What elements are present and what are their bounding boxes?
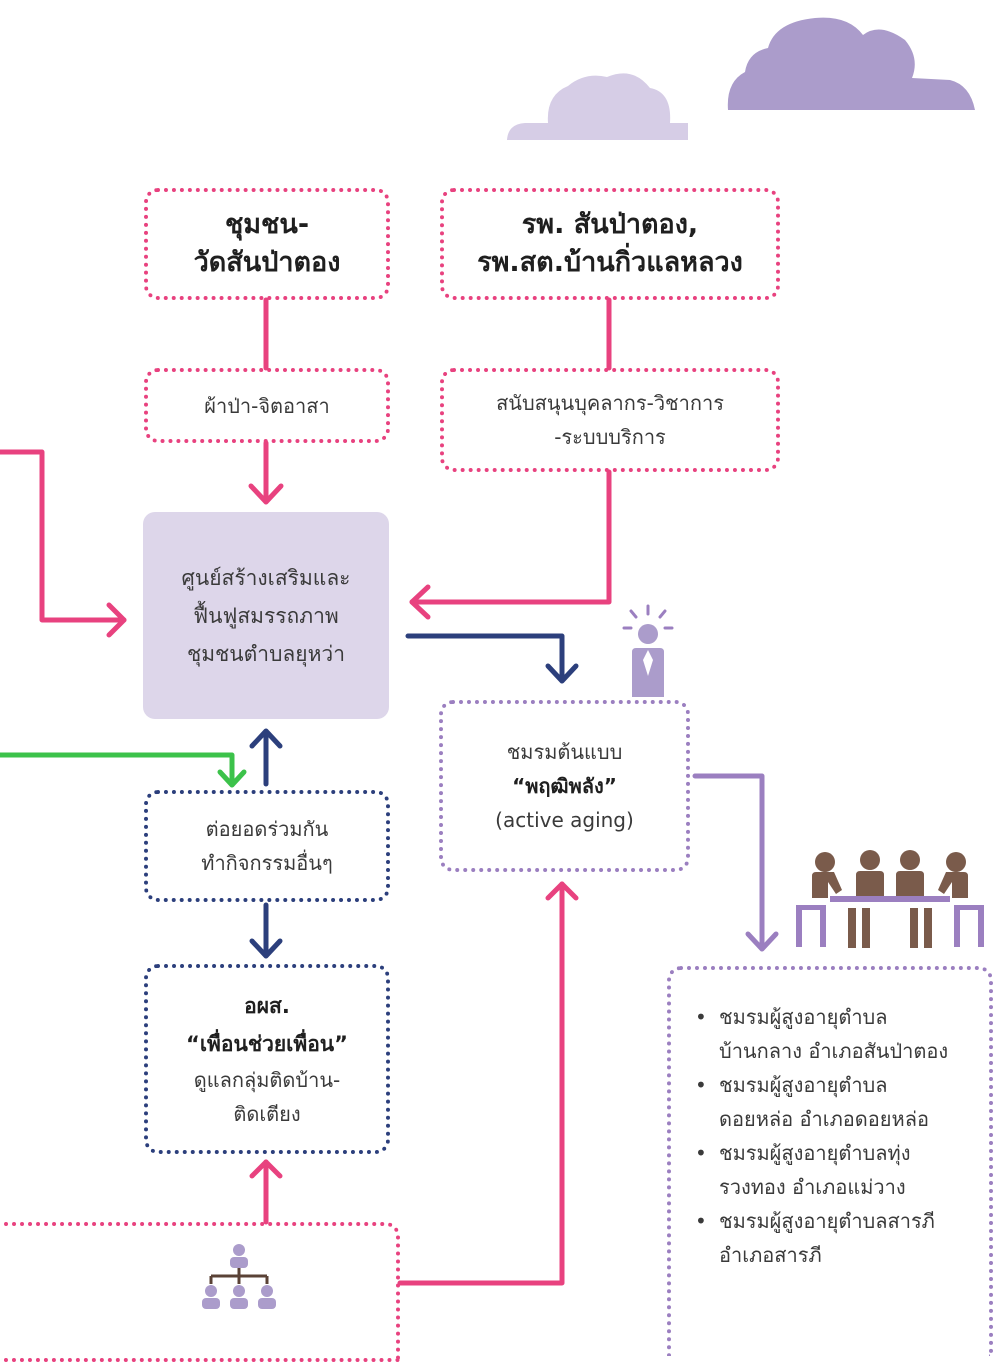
list-item-line1: ชมรมผู้สูงอายุตำบลสารภี <box>719 1209 935 1233</box>
org-chart-icon <box>202 1244 276 1309</box>
rehab-center-line2: ฟื้นฟูสมรรถภาพ <box>193 603 339 628</box>
rehab-center-line1: ศูนย์สร้างเสริมและ <box>181 565 351 590</box>
clubs-list: ชมรมผู้สูงอายุตำบล บ้านกลาง อำเภอสันป่าต… <box>695 1000 985 1272</box>
list-item-line2: รวงทอง อำเภอแม่วาง <box>719 1175 906 1199</box>
list-item: ชมรมผู้สูงอายุตำบลทุ่ง รวงทอง อำเภอแม่วา… <box>695 1136 985 1204</box>
list-item: ชมรมผู้สูงอายุตำบล ดอยหล่อ อำเภอดอยหล่อ <box>695 1068 985 1136</box>
list-item-line1: ชมรมผู้สูงอายุตำบล <box>719 1073 888 1097</box>
list-item: ชมรมผู้สูงอายุตำบลสารภี อำเภอสารภี <box>695 1204 985 1272</box>
model-club-line2: “พฤฒิพลัง” <box>512 774 617 798</box>
volunteer-box: อผส. “เพื่อนช่วยเพื่อน” ดูแลกลุ่มติดบ้าน… <box>144 964 390 1154</box>
volunteer-line2: “เพื่อนช่วยเพื่อน” <box>186 1032 348 1056</box>
list-item-line2: ดอยหล่อ อำเภอดอยหล่อ <box>719 1107 929 1131</box>
extend-activities-line1: ต่อยอดร่วมกัน <box>205 817 329 841</box>
extend-activities-box: ต่อยอดร่วมกัน ทำกิจกรรมอื่นๆ <box>144 790 390 902</box>
person-idea-icon <box>622 604 674 697</box>
model-club-line3: (active aging) <box>495 808 634 832</box>
support-line2: -ระบบบริการ <box>554 425 666 449</box>
robe-volunteer-label: ผ้าป่า-จิตอาสา <box>204 393 330 418</box>
community-temple-box: ชุมชน- วัดสันป่าตอง <box>144 188 390 300</box>
bottom-network-box <box>0 1222 400 1362</box>
rehab-center-line3: ชุมชนตำบลยุหว่า <box>186 641 346 666</box>
list-item-line1: ชมรมผู้สูงอายุตำบลทุ่ง <box>719 1141 911 1165</box>
support-box: สนับสนุนบุคลากร-วิชาการ -ระบบบริการ <box>440 368 780 472</box>
hospital-line2: รพ.สต.บ้านกิ่วแลหลวง <box>477 247 743 278</box>
community-temple-line2: วัดสันป่าตอง <box>193 247 341 278</box>
community-temple-line1: ชุมชน- <box>224 209 310 240</box>
hospital-box: รพ. สันป่าตอง, รพ.สต.บ้านกิ่วแลหลวง <box>440 188 780 300</box>
cloud-icon <box>727 17 975 110</box>
volunteer-line4: ติดเตียง <box>233 1102 301 1126</box>
model-club-line1: ชมรมต้นแบบ <box>506 740 623 764</box>
support-line1: สนับสนุนบุคลากร-วิชาการ <box>496 391 724 415</box>
model-club-box: ชมรมต้นแบบ “พฤฒิพลัง” (active aging) <box>439 700 690 872</box>
list-item-line2: บ้านกลาง อำเภอสันป่าตอง <box>719 1039 949 1063</box>
clubs-list-box <box>667 966 993 1356</box>
volunteer-line1: อผส. <box>244 994 290 1018</box>
extend-activities-line2: ทำกิจกรรมอื่นๆ <box>201 851 333 875</box>
robe-volunteer-box: ผ้าป่า-จิตอาสา <box>144 368 390 443</box>
rehab-center-box: ศูนย์สร้างเสริมและ ฟื้นฟูสมรรถภาพ ชุมชนต… <box>143 512 389 719</box>
list-item-line2: อำเภอสารภี <box>719 1243 822 1267</box>
volunteer-line3: ดูแลกลุ่มติดบ้าน- <box>193 1068 341 1092</box>
list-item-line1: ชมรมผู้สูงอายุตำบล <box>719 1005 888 1029</box>
hospital-line1: รพ. สันป่าตอง, <box>521 209 699 240</box>
list-item: ชมรมผู้สูงอายุตำบล บ้านกลาง อำเภอสันป่าต… <box>695 1000 985 1068</box>
meeting-table-icon <box>796 850 984 948</box>
cloud-icon <box>507 73 688 140</box>
